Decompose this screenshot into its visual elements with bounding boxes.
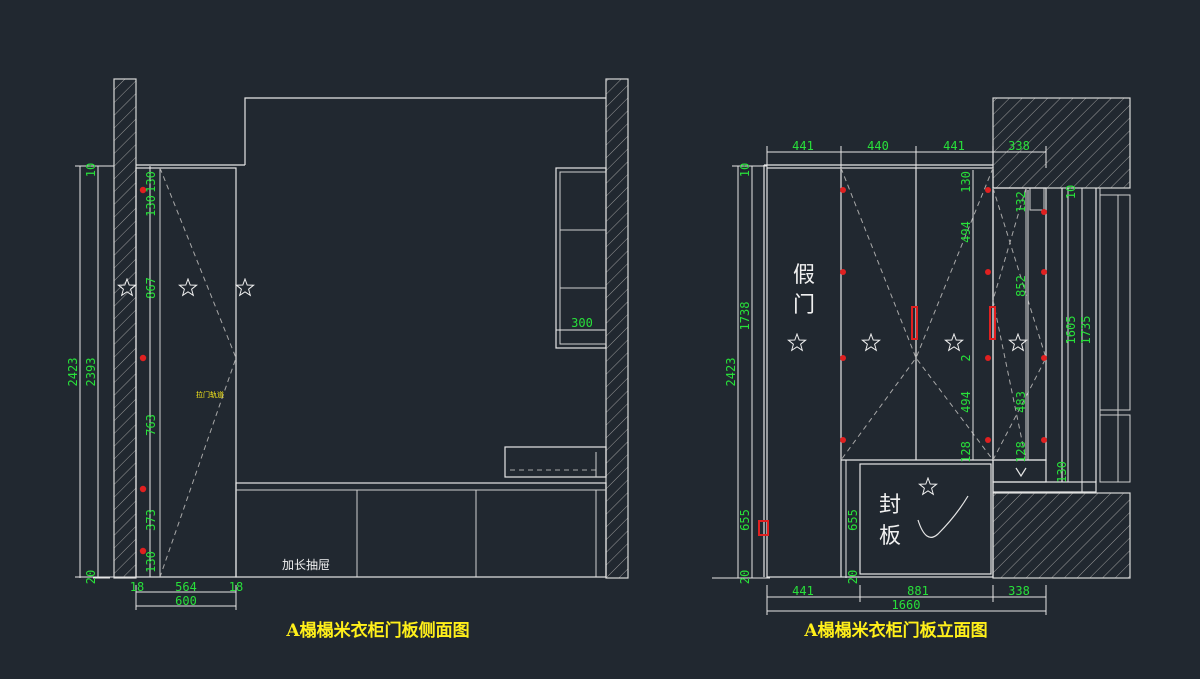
left-view-title: A榻榻米衣柜门板侧面图 [285,620,469,641]
dim-bottom: 20 [84,570,98,584]
dim-h-2423: 2423 [724,358,738,387]
left-side-view: 2423 2393 10 20 130 130 867 763 373 130 … [66,78,629,641]
dim-bot-338: 338 [1008,584,1030,598]
door-handle [911,306,918,340]
small-note: 拉门轨道 [196,390,224,399]
dim-r3: 1605 [1064,316,1078,345]
dim-seg: 130 [144,195,158,217]
dim-r2: 130 [1055,461,1069,483]
dim-top-440: 440 [867,139,889,153]
fake-door-label-2: 门 [793,293,815,318]
dim-r3: 10 [1064,185,1078,199]
seal-label-1: 封 [879,493,901,518]
star-marker [178,278,198,296]
dim-top-441: 441 [943,139,965,153]
hinge-marker [139,354,147,362]
dim-r2: 132 [1014,191,1028,213]
dim-h-10: 10 [738,163,752,177]
left-wall [113,78,137,579]
dim-panel-600: 600 [175,594,197,608]
drawer-label: 加长抽屉 [282,558,330,572]
door-swing-lines [840,167,917,461]
hinge-marker [139,186,147,194]
ceiling-bulkhead [244,97,606,165]
seal-label-2: 板 [879,524,901,549]
dim-h-20: 20 [738,570,752,584]
dim-seg: 373 [144,509,158,531]
seal-panel [859,463,992,575]
door-swing-lines [159,167,237,578]
dim-top-338: 338 [1008,139,1030,153]
dim-top: 10 [84,163,98,177]
dim-r: 130 [959,171,973,193]
right-front-view: 假 门 封 板 441 440 441 338 2423 10 1738 [712,97,1131,641]
hinge-marker [139,485,147,493]
dim-panel-564: 564 [175,580,197,594]
dim-panel-18: 18 [229,580,243,594]
dim-seg: 130 [144,171,158,193]
dim-h-1738: 1738 [738,302,752,331]
star-marker [235,278,255,296]
lower-wall [992,492,1131,579]
dim-height-inner: 2393 [84,358,98,387]
dim-bot-1660: 1660 [892,598,921,612]
dim-panel-18: 18 [130,580,144,594]
fake-door-label-1: 假 [793,263,815,288]
dim-r: 494 [959,221,973,243]
dim-h-655: 655 [738,509,752,531]
dim-seg: 763 [144,414,158,436]
dim-height-total: 2423 [66,358,80,387]
dim-r2: 128 [1014,441,1028,463]
door-handle [758,520,769,536]
dim-r3: 1735 [1079,316,1093,345]
step-box [504,446,607,478]
right-view-title: A榻榻米衣柜门板立面图 [803,620,987,641]
dim-r2: 483 [1014,391,1028,413]
dim-r: 494 [959,391,973,413]
door-swing-lines [915,167,994,461]
right-wall [605,78,629,579]
dim-seg: 130 [144,551,158,573]
dim-bot-881: 881 [907,584,929,598]
door-swing-lines [992,187,1047,461]
dim-shelf-300: 300 [571,316,593,330]
dim-bot-441: 441 [792,584,814,598]
dim-seg: 867 [144,277,158,299]
upper-wall [992,97,1131,189]
hinge-marker [139,547,147,555]
door-handle [989,306,996,340]
dim-h-655: 655 [846,509,860,531]
dim-r: 128 [959,441,973,463]
dim-h-20: 20 [846,570,860,584]
dim-top-441: 441 [792,139,814,153]
dim-r: 2 [959,354,973,361]
dim-r2: 852 [1014,275,1028,297]
